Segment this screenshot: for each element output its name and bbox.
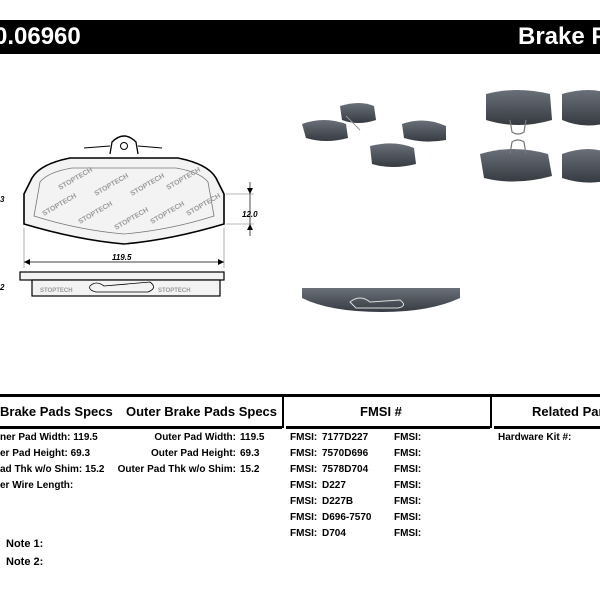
pad-set-small-photo: [302, 103, 446, 167]
fmsi-label: FMSI:: [290, 432, 318, 443]
pad-technical-drawing: STOPTECH STOPTECH STOPTECH STOPTECH STOP…: [0, 135, 258, 297]
fmsi-heading: FMSI #: [360, 398, 402, 426]
outer-thk-label: Outer Pad Thk w/o Shim:: [117, 464, 236, 475]
fmsi-label: FMSI:: [394, 528, 422, 539]
specs-heading-rule: [0, 426, 282, 429]
outer-specs-heading: Outer Brake Pads Specs: [126, 398, 278, 426]
fmsi-value: D696-7570: [322, 512, 372, 523]
outer-thk-value: 15.2: [240, 464, 260, 475]
inner-wire-row: er Wire Length:: [0, 479, 73, 493]
spec-label: ner Pad Width:: [0, 432, 71, 443]
inner-width-row: ner Pad Width: 119.5: [0, 431, 98, 445]
column-separator: [490, 396, 492, 428]
fmsi-value: 7177D227: [322, 432, 369, 443]
pad-set-large-photo: [480, 90, 600, 183]
fmsi-label: FMSI:: [290, 496, 318, 507]
fmsi-value: D227B: [322, 496, 354, 507]
spec-value: 15.2: [85, 464, 105, 475]
fmsi-label: FMSI:: [290, 464, 318, 475]
pad-side-photo: [302, 288, 460, 312]
column-separator: [282, 396, 284, 428]
fmsi-value: D704: [322, 528, 346, 539]
fmsi-label: FMSI:: [394, 448, 422, 459]
outer-height-label: Outer Pad Height:: [150, 448, 236, 459]
fmsi-label: FMSI:: [394, 512, 422, 523]
fmsi-label: FMSI:: [290, 448, 318, 459]
fmsi-label: FMSI:: [394, 480, 422, 491]
spec-value: 69.3: [70, 448, 91, 459]
dim-side-label: 2: [0, 283, 5, 292]
related-heading-rule: [494, 426, 600, 429]
svg-text:STOPTECH: STOPTECH: [158, 288, 191, 294]
fmsi-value: 7578D704: [322, 464, 369, 475]
header-bar: [0, 20, 600, 54]
spec-value: 119.5: [73, 432, 98, 443]
outer-width-value: 119.5: [240, 432, 265, 443]
note-1-label: Note 1:: [6, 538, 44, 550]
product-photos: [302, 90, 600, 312]
spec-label: er Wire Length:: [0, 480, 74, 491]
fmsi-label: FMSI:: [290, 480, 318, 491]
dim-thk-label: 12.0: [242, 210, 258, 219]
inner-height-row: er Pad Height: 69.3: [0, 447, 90, 461]
fmsi-label: FMSI:: [290, 512, 318, 523]
part-number: 0.06960: [0, 23, 81, 50]
related-parts-heading: Related Par: [532, 398, 600, 426]
dim-width-label: 119.5: [112, 253, 132, 262]
fmsi-label: FMSI:: [290, 528, 318, 539]
spec-table-top-rule: [0, 394, 600, 397]
inner-specs-heading: Brake Pads Specs: [0, 398, 113, 426]
svg-text:STOPTECH: STOPTECH: [40, 288, 73, 294]
fmsi-value: D227: [322, 480, 346, 491]
fmsi-label: FMSI:: [394, 464, 422, 475]
fmsi-value: 7570D696: [322, 448, 369, 459]
spec-label: ad Thk w/o Shim:: [0, 464, 83, 475]
fmsi-label: FMSI:: [394, 496, 422, 507]
outer-width-label: Outer Pad Width:: [154, 432, 236, 443]
hardware-kit-label: Hardware Kit #:: [498, 432, 572, 443]
fmsi-heading-rule: [286, 426, 490, 429]
dim-height-label: 3: [0, 195, 5, 204]
outer-height-value: 69.3: [240, 448, 260, 459]
note-2-label: Note 2:: [6, 556, 44, 568]
inner-thk-row: ad Thk w/o Shim: 15.2: [0, 463, 104, 477]
spec-label: er Pad Height:: [0, 448, 68, 459]
fmsi-label: FMSI:: [394, 432, 422, 443]
page-title: Brake P: [518, 23, 600, 50]
